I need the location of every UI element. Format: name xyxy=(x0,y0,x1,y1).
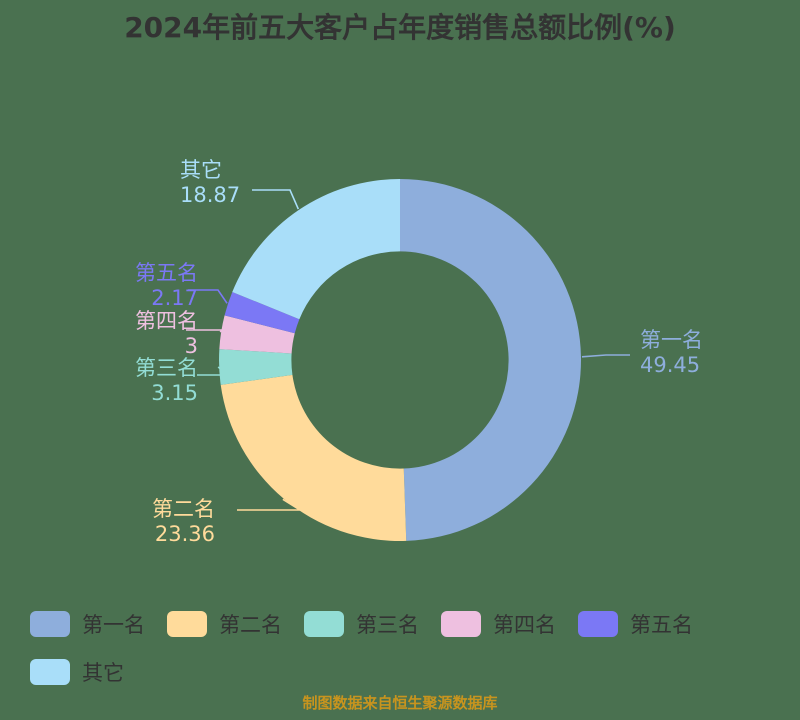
legend-label-1: 第二名 xyxy=(219,613,282,637)
leader-line-0 xyxy=(581,354,630,358)
leader-line-4 xyxy=(188,289,228,304)
leader-line-1 xyxy=(237,498,303,511)
legend-swatch-2 xyxy=(304,611,344,637)
donut-slice-2[interactable] xyxy=(219,349,293,385)
footer-note: 制图数据来自恒生聚源数据库 xyxy=(302,694,498,712)
donut-slices xyxy=(219,179,581,541)
slice-label-other: 其它 18.87 xyxy=(180,158,240,208)
donut-chart xyxy=(186,179,630,541)
slice-label-fourth-value: 3 xyxy=(184,334,198,358)
slice-label-second-name: 第二名 xyxy=(152,497,215,521)
leader-line-5 xyxy=(252,189,300,210)
slice-label-other-name: 其它 xyxy=(180,158,222,182)
slice-label-first: 第一名 49.45 xyxy=(640,328,703,378)
legend-swatch-3 xyxy=(441,611,481,637)
legend-item-3[interactable]: 第四名 xyxy=(441,609,556,639)
slice-label-third-name: 第三名 xyxy=(135,356,198,380)
legend-item-1[interactable]: 第二名 xyxy=(167,609,282,639)
legend-label-2: 第三名 xyxy=(356,613,419,637)
donut-slice-0[interactable] xyxy=(400,179,581,541)
legend-swatch-4 xyxy=(578,611,618,637)
slice-label-third-value: 3.15 xyxy=(151,381,198,405)
legend-label-4: 第五名 xyxy=(630,613,693,637)
page-title: 2024年前五大客户占年度销售总额比例(%) xyxy=(124,11,676,44)
slice-label-fifth-value: 2.17 xyxy=(151,286,198,310)
legend-swatch-5 xyxy=(30,659,70,685)
slice-label-second-value: 23.36 xyxy=(154,522,215,546)
legend-row-1: 第一名 第二名 第三名 第四名 第五名 xyxy=(30,600,790,648)
legend-item-0[interactable]: 第一名 xyxy=(30,609,145,639)
legend-swatch-1 xyxy=(167,611,207,637)
slice-label-fifth: 第五名 2.17 xyxy=(98,261,198,311)
label-leader-lines xyxy=(186,189,630,511)
donut-slice-4[interactable] xyxy=(224,291,300,334)
slice-label-second: 第二名 23.36 xyxy=(152,497,215,547)
legend-item-2[interactable]: 第三名 xyxy=(304,609,419,639)
leader-line-3 xyxy=(186,329,224,333)
slice-label-fifth-name: 第五名 xyxy=(135,261,198,285)
slice-label-other-value: 18.87 xyxy=(180,183,241,207)
legend-row-2: 其它 xyxy=(30,648,790,696)
slice-label-fourth: 第四名 3 xyxy=(88,309,198,359)
slice-label-first-value: 49.45 xyxy=(640,353,701,377)
slice-label-first-name: 第一名 xyxy=(640,328,703,352)
slice-label-third: 第三名 3.15 xyxy=(88,356,198,406)
slice-label-fourth-name: 第四名 xyxy=(135,309,198,333)
legend-swatch-0 xyxy=(30,611,70,637)
legend-item-5[interactable]: 其它 xyxy=(30,657,124,687)
donut-slice-3[interactable] xyxy=(219,315,295,354)
legend-label-5: 其它 xyxy=(82,661,124,685)
donut-slice-5[interactable] xyxy=(232,179,400,320)
donut-slice-1[interactable] xyxy=(220,374,407,541)
legend: 第一名 第二名 第三名 第四名 第五名 其它 xyxy=(30,600,790,696)
leader-line-2 xyxy=(197,366,231,376)
legend-label-3: 第四名 xyxy=(493,613,556,637)
legend-item-4[interactable]: 第五名 xyxy=(578,609,693,639)
legend-label-0: 第一名 xyxy=(82,613,145,637)
